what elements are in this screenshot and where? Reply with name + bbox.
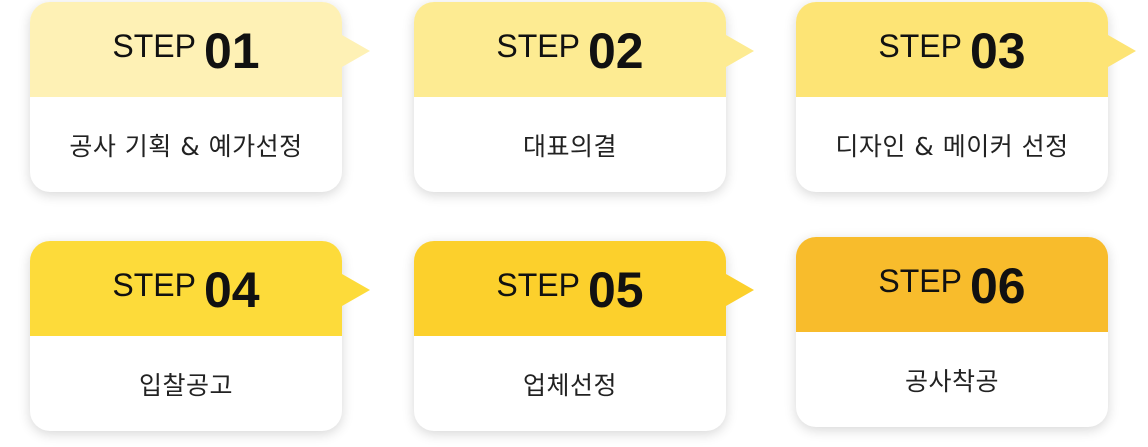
- step-number: 04: [203, 262, 260, 318]
- step-description-4: 입찰공고: [138, 370, 233, 400]
- step-label: STEP: [878, 28, 962, 64]
- step-description-1: 공사 기획 & 예가선정: [69, 131, 303, 161]
- step-header-3: [796, 2, 1108, 97]
- step-number: 05: [587, 262, 644, 318]
- step-label: STEP: [496, 267, 580, 303]
- step-label: STEP: [496, 28, 580, 64]
- step-description-6: 공사착공: [904, 366, 999, 396]
- step-label: STEP: [112, 267, 196, 303]
- step-header-6: [796, 237, 1108, 332]
- step-label: STEP: [112, 28, 196, 64]
- step-header-2: [414, 2, 726, 97]
- step-header-4: [30, 241, 342, 336]
- step-number: 06: [969, 258, 1026, 314]
- step-header-1: [30, 2, 342, 97]
- step-description-2: 대표의결: [522, 131, 617, 161]
- step-number: 03: [969, 23, 1026, 79]
- step-description-5: 업체선정: [522, 370, 617, 400]
- step-header-5: [414, 241, 726, 336]
- step-number: 02: [587, 23, 644, 79]
- step-number: 01: [203, 23, 260, 79]
- step-description-3: 디자인 & 메이커 선정: [835, 131, 1069, 161]
- step-label: STEP: [878, 263, 962, 299]
